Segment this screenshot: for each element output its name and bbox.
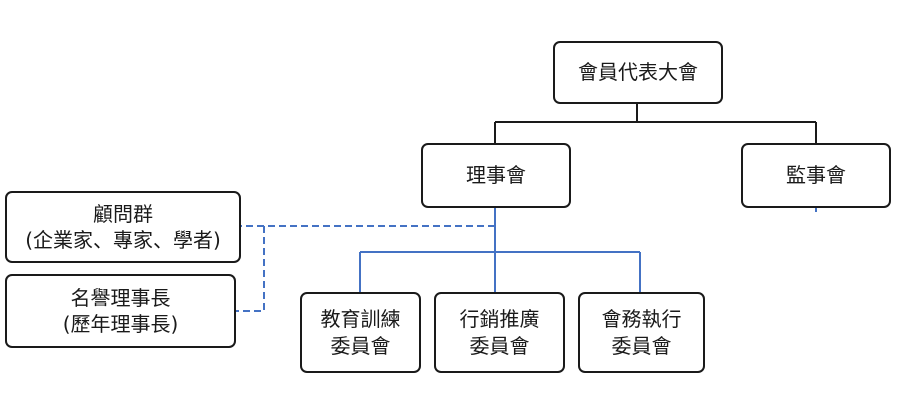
node-members-assembly: 會員代表大會 <box>553 41 723 104</box>
node-affairs-committee: 會務執行 委員會 <box>578 292 705 373</box>
node-honorary-chair-title: 名譽理事長 <box>70 285 171 310</box>
node-marketing-committee-line1: 行銷推廣 <box>459 307 540 332</box>
node-board-of-supervisors: 監事會 <box>741 143 891 208</box>
node-affairs-committee-line1: 會務執行 <box>601 307 682 332</box>
node-advisors-title: 顧問群 <box>93 201 153 226</box>
node-members-assembly-label: 會員代表大會 <box>578 60 698 85</box>
node-board-of-supervisors-label: 監事會 <box>786 163 846 188</box>
node-marketing-committee: 行銷推廣 委員會 <box>434 292 565 373</box>
node-education-committee: 教育訓練 委員會 <box>300 292 421 373</box>
node-education-committee-line2: 委員會 <box>330 333 391 358</box>
node-affairs-committee-line2: 委員會 <box>611 333 672 358</box>
node-marketing-committee-line2: 委員會 <box>469 333 530 358</box>
node-honorary-chair-subtitle: (歷年理事長) <box>62 312 179 336</box>
node-honorary-chair: 名譽理事長 (歷年理事長) <box>5 274 236 348</box>
node-advisors-subtitle: (企業家、專家、學者) <box>25 228 221 252</box>
dashed-connector-honorary <box>236 226 265 312</box>
node-board-of-directors: 理事會 <box>421 143 571 208</box>
node-advisors: 顧問群 (企業家、專家、學者) <box>5 191 241 263</box>
node-board-of-directors-label: 理事會 <box>466 163 526 188</box>
node-education-committee-line1: 教育訓練 <box>320 307 401 332</box>
